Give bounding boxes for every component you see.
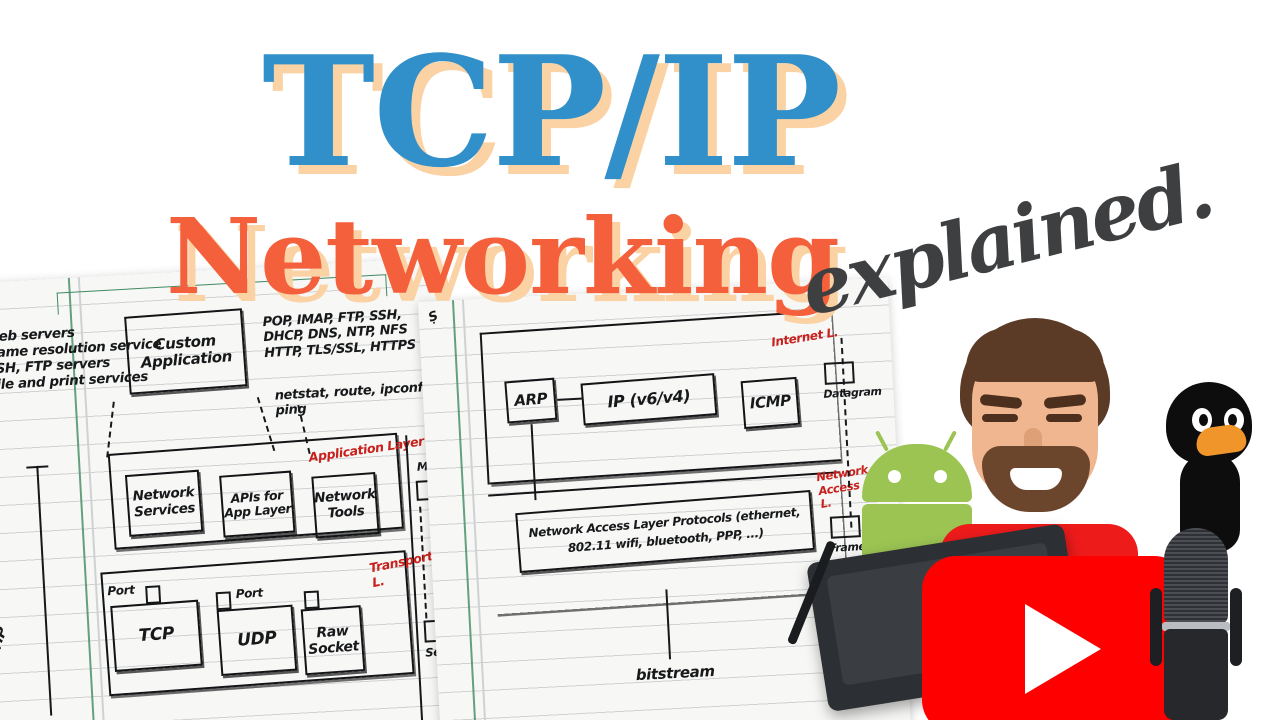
avatar-hair-front (966, 328, 1104, 382)
avatar-eye-right (1046, 414, 1082, 422)
box-udp: UDP (216, 604, 298, 677)
tux-pupil-right (1228, 414, 1237, 426)
box-apis-for-app-layer: APIs for App Layer (219, 470, 296, 538)
mic-grille (1164, 528, 1228, 624)
android-eye-left (888, 470, 901, 483)
label-port-tcp: Port (106, 582, 135, 599)
android-eye-right (934, 470, 947, 483)
port-square-udp (215, 591, 232, 611)
mic-body (1164, 629, 1228, 720)
box-arp: ARP (504, 377, 558, 424)
box-raw-socket: Raw Socket (300, 605, 366, 676)
studio-microphone (1150, 528, 1242, 720)
mic-ring (1162, 622, 1230, 631)
mic-yoke-left (1150, 588, 1162, 666)
page-title-script: explained. (792, 144, 1221, 335)
port-square-raw (303, 590, 320, 610)
page-title-sub: Networking (166, 195, 840, 318)
box-tcp: TCP (110, 599, 203, 672)
avatar-eye-left (982, 414, 1018, 422)
tux-pupil-left (1199, 414, 1208, 426)
box-icmp: ICMP (740, 376, 801, 430)
tux-penguin-icon (1152, 382, 1262, 552)
port-square-tcp (145, 585, 162, 605)
box-network-services: Network Services (124, 469, 204, 537)
notebook-page-left: TCP/IP Web servers Name resolution servi… (0, 257, 481, 720)
box-network-tools: Network Tools (311, 472, 380, 539)
label-port-udp: Port (235, 585, 264, 602)
pdu-datagram-box (823, 361, 855, 385)
box-custom-application: Custom Application (124, 308, 248, 395)
page-title-main: TCP/IP (262, 22, 841, 201)
play-triangle-icon[interactable] (1025, 604, 1101, 694)
mic-yoke-right (1230, 588, 1242, 666)
tux-head (1166, 382, 1252, 464)
avatar-smile (1010, 468, 1062, 490)
